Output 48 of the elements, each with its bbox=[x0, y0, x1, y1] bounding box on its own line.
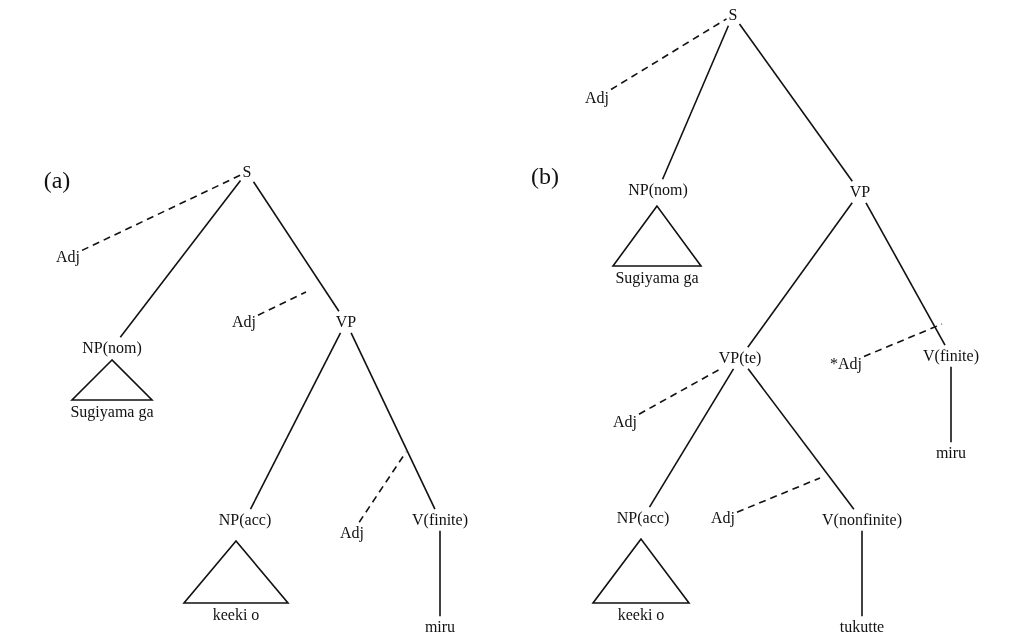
branch-line bbox=[119, 179, 242, 338]
panel-label: (b) bbox=[531, 162, 559, 190]
phrase-text: keeki o bbox=[212, 606, 260, 624]
branch-line bbox=[249, 332, 342, 510]
category-label: V(nonfinite) bbox=[822, 511, 902, 529]
category-label: Adj bbox=[585, 89, 609, 107]
category-label: miru bbox=[935, 444, 967, 462]
category-label: VP bbox=[335, 313, 357, 331]
adjunction-line bbox=[610, 18, 728, 91]
panel-label: (a) bbox=[43, 166, 71, 194]
adjunction-line bbox=[638, 368, 722, 415]
adjunction-line bbox=[863, 323, 943, 358]
category-label: Adj bbox=[711, 509, 735, 527]
branch-line bbox=[950, 366, 952, 443]
adjunction-line bbox=[358, 451, 407, 523]
phrase-text: Sugiyama ga bbox=[70, 403, 154, 421]
branch-line bbox=[861, 530, 863, 617]
category-label: Adj bbox=[232, 313, 256, 331]
branch-line bbox=[747, 202, 853, 348]
phrase-text: keeki o bbox=[617, 606, 665, 624]
category-label: S bbox=[728, 6, 738, 24]
category-label: Adj bbox=[340, 524, 364, 542]
phrase-text: Sugiyama ga bbox=[615, 269, 699, 287]
category-label: NP(acc) bbox=[218, 511, 272, 529]
category-label: Adj bbox=[56, 248, 80, 266]
category-label: NP(nom) bbox=[82, 339, 142, 357]
adjunction-line bbox=[257, 291, 307, 316]
branch-line bbox=[661, 25, 730, 180]
branch-line bbox=[439, 530, 441, 617]
branch-line bbox=[648, 368, 735, 508]
category-label: V(finite) bbox=[923, 347, 979, 365]
branch-line bbox=[738, 23, 854, 182]
category-label: S bbox=[242, 163, 252, 181]
branch-line bbox=[350, 332, 436, 510]
category-label: tukutte bbox=[839, 618, 885, 634]
branch-line bbox=[252, 181, 340, 312]
category-label: VP bbox=[849, 183, 871, 201]
adjunction-line bbox=[736, 477, 821, 513]
category-label: VP(te) bbox=[718, 349, 762, 367]
category-label: NP(acc) bbox=[616, 509, 670, 527]
category-label: Adj bbox=[613, 413, 637, 431]
adjunction-line bbox=[81, 174, 242, 252]
branch-line bbox=[865, 202, 946, 346]
category-label: V(finite) bbox=[412, 511, 468, 529]
category-label: *Adj bbox=[830, 355, 862, 373]
branch-line bbox=[747, 368, 855, 510]
category-label: NP(nom) bbox=[628, 181, 688, 199]
category-label: miru bbox=[424, 618, 456, 634]
